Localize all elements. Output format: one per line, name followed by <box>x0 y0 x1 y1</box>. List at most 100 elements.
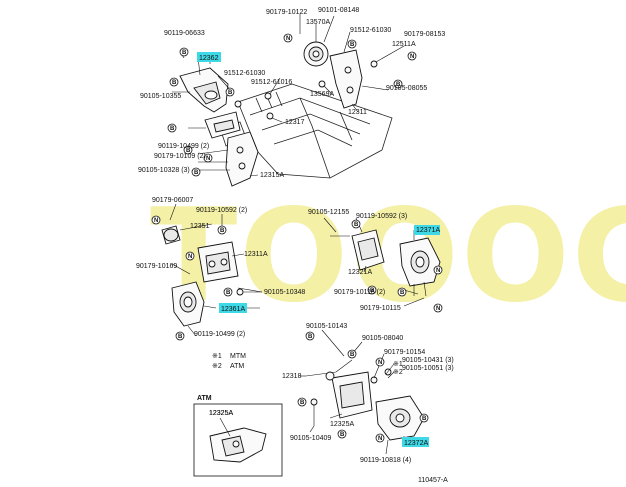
svg-text:B: B <box>350 352 355 358</box>
svg-text:B: B <box>400 290 405 296</box>
bracket-12325A-atm[interactable] <box>209 427 267 463</box>
marker-b: B <box>169 77 179 87</box>
callout-label: 90105-10355 <box>140 93 181 100</box>
marker-n: N <box>375 433 385 443</box>
svg-text:B: B <box>186 148 191 154</box>
svg-text:N: N <box>188 254 192 260</box>
callout-label: 90105-08040 <box>362 335 403 342</box>
callout-label: 90105-10409 <box>290 435 331 442</box>
callout-label: 12351 <box>190 223 210 230</box>
rod-12318[interactable] <box>305 359 353 381</box>
callout-label: 90179-10116 (2) <box>334 289 385 296</box>
callout-label: 12317 <box>285 119 305 126</box>
bracket-12311A[interactable] <box>197 241 239 283</box>
figure-number: 110457-A <box>418 477 448 484</box>
bracket-12511A[interactable] <box>329 49 363 109</box>
atm-inset-label: 12325A <box>209 410 233 417</box>
bolt-90105-10348 <box>236 288 262 296</box>
svg-text:N: N <box>378 436 382 442</box>
marker-n: N <box>433 303 443 313</box>
svg-text:B: B <box>350 42 355 48</box>
svg-text:B: B <box>226 290 231 296</box>
legend-mark-2: ※2 <box>212 363 222 370</box>
callout-label: 91512-61030 <box>224 70 265 77</box>
marker-b: B <box>225 87 235 97</box>
callout-label: 90105-10348 <box>264 289 305 296</box>
engine-mount-12372A[interactable] <box>375 395 425 441</box>
bracket-12315A[interactable] <box>225 131 259 187</box>
callout-label: 13570A <box>306 19 330 26</box>
svg-text:B: B <box>354 222 359 228</box>
svg-text:B: B <box>170 126 175 132</box>
legend-text-mtm: MTM <box>230 353 246 360</box>
highlight-12361A <box>219 303 247 313</box>
engine-mount-12361A[interactable] <box>171 281 205 327</box>
bolts-upper <box>234 60 378 120</box>
callout-label: 12318 <box>282 373 302 380</box>
callout-label: 90105-10051 (3) <box>402 365 454 372</box>
marker-n: N <box>203 153 213 163</box>
svg-text:B: B <box>220 228 225 234</box>
svg-text:N: N <box>206 156 210 162</box>
callout-label: 90179-10154 <box>384 349 425 356</box>
callout-label: 90179-10169 <box>136 263 177 270</box>
marker-b: B <box>367 285 377 295</box>
marker-b: B <box>419 413 429 423</box>
marker-n: N <box>433 265 443 275</box>
callout-label: 13569A <box>310 91 334 98</box>
callout-label: 12361A <box>221 306 245 313</box>
marker-b: B <box>175 331 185 341</box>
svg-text:B: B <box>396 82 401 88</box>
engine-mount-12362[interactable] <box>179 67 229 113</box>
svg-text:N: N <box>410 54 414 60</box>
callout-label: 91512-61030 <box>350 27 391 34</box>
svg-text:B: B <box>178 334 183 340</box>
callout-label: 12311 <box>348 109 367 116</box>
marker-b: B <box>167 123 177 133</box>
bracket-12321A[interactable] <box>351 229 385 271</box>
bracket-12311[interactable] <box>204 111 241 139</box>
svg-text:B: B <box>182 50 187 56</box>
svg-text:N: N <box>436 306 440 312</box>
marker-n: N <box>375 357 385 367</box>
engine-mount-12371A[interactable] <box>399 237 441 297</box>
callout-label: 12362 <box>199 55 219 62</box>
callout-label: 12315A <box>260 172 284 179</box>
svg-text:N: N <box>436 268 440 274</box>
svg-text:B: B <box>422 416 427 422</box>
marker-m1: ※1 <box>393 361 403 368</box>
callout-label: 12511A <box>392 41 416 48</box>
bracket-12325A[interactable] <box>331 371 373 419</box>
callout-label: 12321A <box>348 269 372 276</box>
marker-n: N <box>151 215 161 225</box>
callout-label: 90119-10818 (4) <box>360 457 411 464</box>
marker-b: B <box>337 429 347 439</box>
insulator-12351[interactable] <box>161 225 181 245</box>
marker-m2: ※2 <box>393 369 403 376</box>
svg-text:N: N <box>154 218 158 224</box>
callout-label: 90119-10499 (2) <box>158 143 209 150</box>
marker-b: B <box>223 287 233 297</box>
callout-label: 12325A <box>330 421 354 428</box>
bolt-90105-10409 <box>310 398 318 426</box>
marker-b: B <box>183 145 193 155</box>
small-parts-lower <box>370 368 392 384</box>
legend-mark-1: ※1 <box>212 353 222 360</box>
highlight-12371A <box>414 225 440 235</box>
callout-label: 90179-08153 <box>404 31 445 38</box>
marker-b: B <box>179 47 189 57</box>
highlight-backgrounds <box>197 52 440 447</box>
callout-label: 90105-10431 (3) <box>402 357 454 364</box>
svg-text:B: B <box>194 170 199 176</box>
pulley-13570A[interactable] <box>303 41 329 67</box>
marker-b: B <box>397 287 407 297</box>
callout-label: 91512-61016 <box>251 79 292 86</box>
callout-label: 90119-06633 <box>164 30 205 37</box>
callout-label: 90101-08148 <box>318 7 359 14</box>
highlight-12372A <box>402 437 429 447</box>
callout-label: 90179-10109 (2) <box>154 153 206 160</box>
svg-text:B: B <box>300 400 305 406</box>
atm-inset-title: ATM <box>197 395 212 402</box>
callout-label: 12371A <box>416 227 440 234</box>
